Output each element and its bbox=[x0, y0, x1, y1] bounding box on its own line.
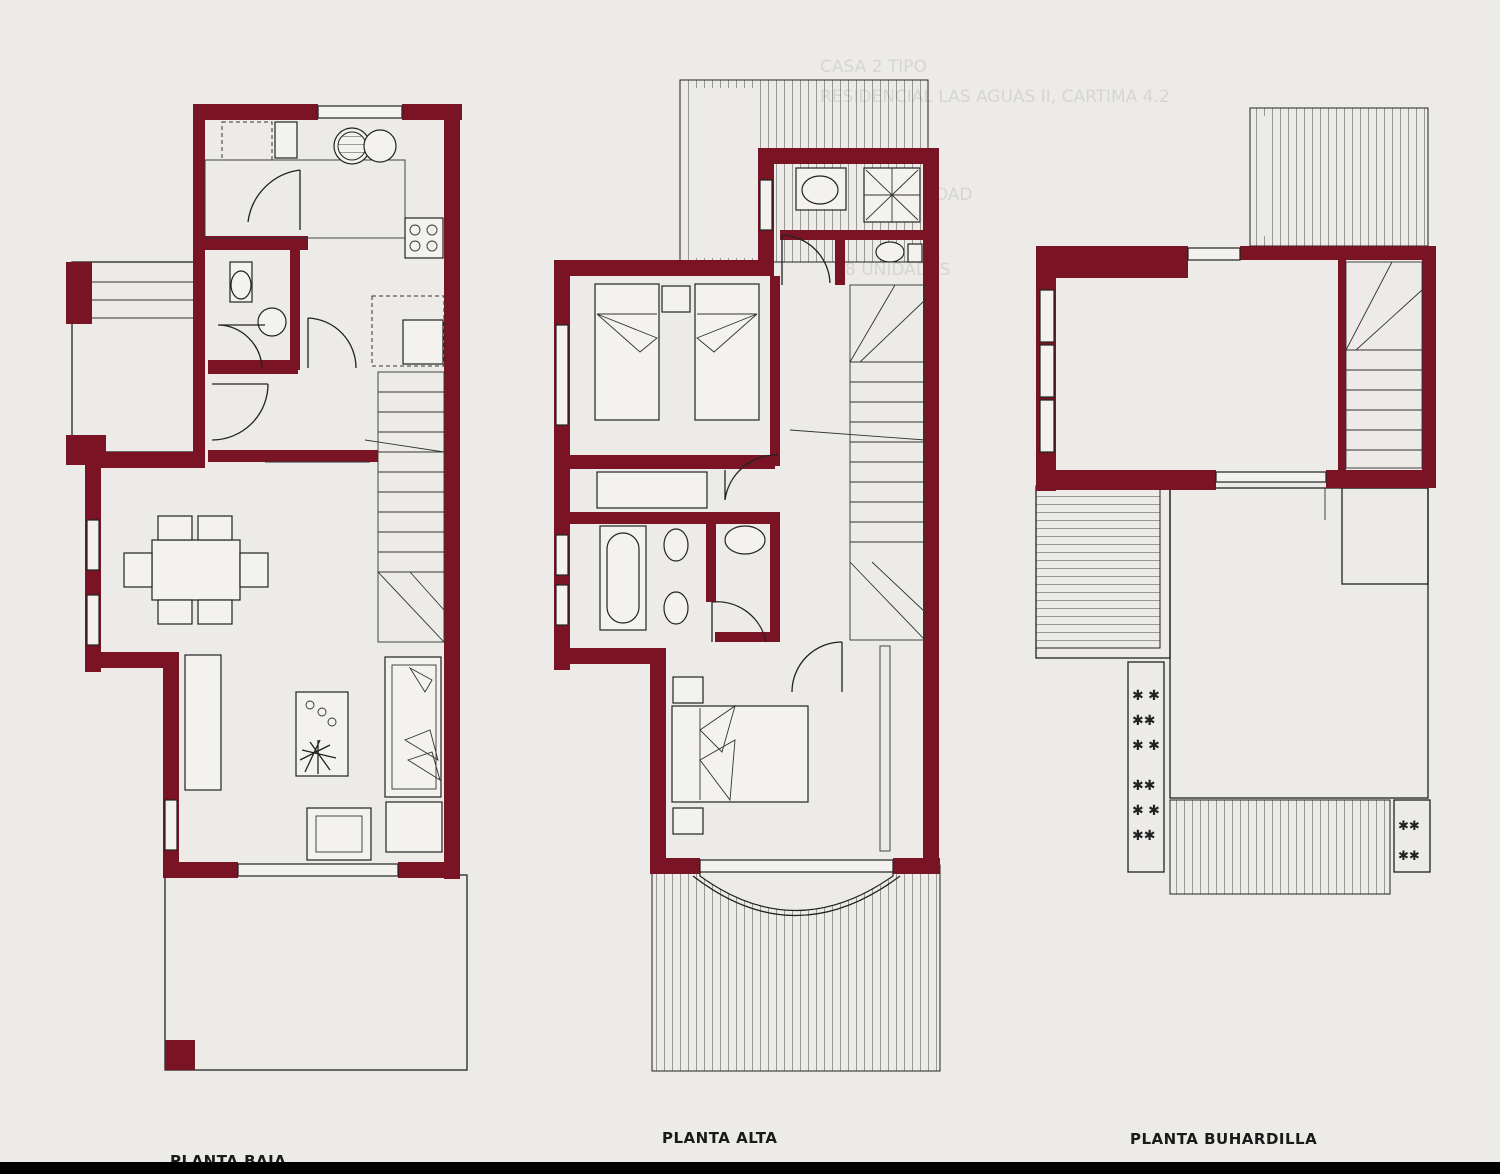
master-bedroom bbox=[671, 645, 891, 852]
terrace-railing bbox=[66, 262, 194, 465]
svg-text:✱ ✱: ✱ ✱ bbox=[1132, 738, 1160, 754]
coffee-table bbox=[295, 691, 349, 777]
svg-text:✱✱: ✱✱ bbox=[1132, 713, 1155, 729]
kitchen bbox=[204, 121, 444, 259]
ground-wc bbox=[217, 261, 357, 369]
sideboard bbox=[184, 654, 222, 791]
attic-roof-outline bbox=[1169, 487, 1429, 799]
attic-exterior-walls bbox=[1036, 246, 1436, 491]
ground-stair bbox=[364, 295, 445, 643]
bottom-bar bbox=[0, 1162, 1500, 1174]
svg-text:CASA 2 TIPO: CASA 2 TIPO bbox=[820, 57, 927, 77]
upper-floor-plan: PLANTA ALTA bbox=[554, 79, 941, 1147]
ground-floor-plan: PLANTA BAJA bbox=[66, 104, 468, 1170]
svg-text:✱ ✱: ✱ ✱ bbox=[1132, 688, 1160, 704]
attic-planters: ✱ ✱ ✱✱ ✱ ✱ ✱✱ ✱ ✱ ✱✱ ✱✱ ✱✱ bbox=[1127, 661, 1431, 873]
svg-text:DAD: DAD bbox=[935, 185, 973, 205]
ground-windows bbox=[86, 105, 403, 877]
attic-floor-label: PLANTA BUHARDILLA bbox=[1130, 1130, 1317, 1148]
svg-text:✱✱: ✱✱ bbox=[1398, 849, 1420, 864]
dining-table bbox=[123, 515, 269, 625]
svg-text:✱✱: ✱✱ bbox=[1132, 778, 1155, 794]
svg-text:✱✱: ✱✱ bbox=[1398, 819, 1420, 834]
upper-bathrooms bbox=[599, 167, 923, 643]
attic-floor-plan: ✱ ✱ ✱✱ ✱ ✱ ✱✱ ✱ ✱ ✱✱ ✱✱ ✱✱ bbox=[1035, 107, 1436, 1148]
hall-doors bbox=[211, 383, 370, 463]
upper-stair bbox=[789, 284, 926, 693]
twin-bedroom bbox=[594, 283, 779, 509]
upper-floor-label: PLANTA ALTA bbox=[662, 1129, 777, 1147]
svg-text:✱ ✱: ✱ ✱ bbox=[1132, 803, 1160, 819]
upper-exterior-walls bbox=[554, 148, 940, 874]
attic-windows bbox=[1039, 247, 1327, 483]
cooktop bbox=[404, 217, 444, 259]
upper-windows bbox=[555, 179, 894, 873]
living-room bbox=[184, 654, 443, 861]
svg-text:✱✱: ✱✱ bbox=[1132, 828, 1155, 844]
sofa bbox=[384, 656, 442, 798]
attic-stair bbox=[1345, 261, 1423, 469]
armchair bbox=[306, 807, 372, 861]
ground-exterior-walls bbox=[85, 104, 462, 879]
